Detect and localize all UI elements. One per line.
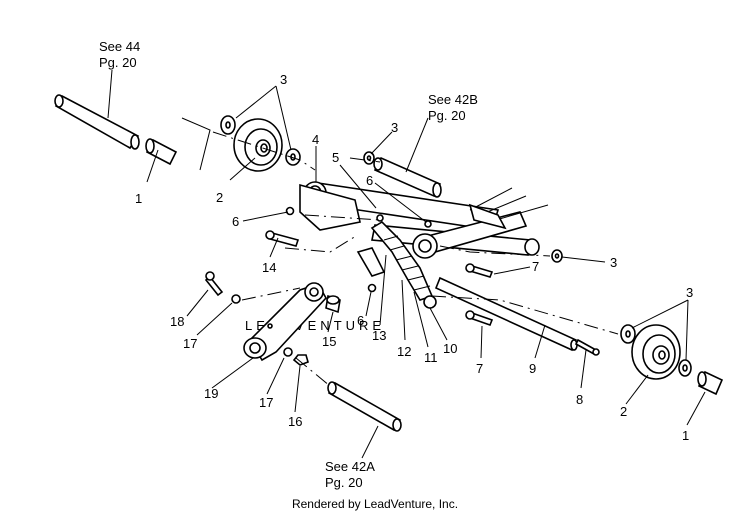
callout-13: 13 (372, 328, 386, 343)
leader-lines (107, 69, 706, 459)
axis-line-lower-shaft (295, 357, 331, 387)
upper-right-rail-shaft (373, 156, 442, 198)
ref-see-44: See 44 (99, 39, 140, 54)
callout-3-mid: 3 (391, 120, 398, 135)
callout-17-upper: 17 (183, 336, 197, 351)
footer-credit: Rendered by LeadVenture, Inc. (291, 497, 459, 511)
callout-4: 4 (312, 132, 319, 147)
lower-idler-wheel (631, 324, 681, 380)
bolt-8 (574, 338, 600, 356)
ref-see-44-page: Pg. 20 (99, 55, 137, 70)
washer-3-right (551, 249, 563, 263)
callout-14: 14 (262, 260, 276, 275)
ref-see-42b-page: Pg. 20 (428, 108, 466, 123)
upper-idler-wheel (233, 118, 283, 172)
callout-7-a: 7 (532, 259, 539, 274)
callout-17-lower: 17 (259, 395, 273, 410)
axis-line-right-washer (439, 245, 551, 257)
washer-17-upper (231, 294, 241, 304)
washer-17-lower (283, 347, 293, 357)
callout-9: 9 (529, 361, 536, 376)
upper-washer-left (220, 115, 236, 135)
callout-1-lower: 1 (682, 428, 689, 443)
callout-3-upper: 3 (280, 72, 287, 87)
ref-see-42b: See 42B (428, 92, 478, 107)
bolt-7-upper (465, 263, 494, 278)
spacer-bushing-1-upper (145, 138, 178, 166)
bushing-15 (325, 294, 341, 314)
main-suspension-arm (299, 181, 549, 259)
callout-8: 8 (576, 392, 583, 407)
callout-1-upper: 1 (135, 191, 142, 206)
callout-3-right: 3 (610, 255, 617, 270)
lower-shaft (327, 381, 402, 432)
upper-washer-right (285, 148, 301, 166)
washer-3-mid (363, 151, 375, 165)
callout-18: 18 (170, 314, 184, 329)
callout-10: 10 (443, 341, 457, 356)
callout-2-lower: 2 (620, 404, 627, 419)
callout-16: 16 (288, 414, 302, 429)
upper-left-shaft (54, 94, 140, 150)
link-arm-19 (243, 282, 327, 362)
bolt-7-lower (465, 310, 494, 327)
nut-6-lower (367, 283, 377, 293)
callout-12: 12 (397, 344, 411, 359)
bolt-14 (265, 230, 300, 247)
long-rail-shaft (434, 276, 578, 352)
ref-see-42a: See 42A (325, 459, 375, 474)
callout-19: 19 (204, 386, 218, 401)
spacer-bushing-1-lower (697, 370, 724, 396)
axis-line-upper-wheel (212, 131, 316, 171)
axis-line-lower-wheel (431, 295, 619, 335)
callout-7-b: 7 (476, 361, 483, 376)
callout-6-c: 6 (357, 313, 364, 328)
callout-15: 15 (322, 334, 336, 349)
axis-zigzag (181, 117, 211, 171)
callout-6-b: 6 (232, 214, 239, 229)
callout-6-a: 6 (366, 173, 373, 188)
callout-2-upper: 2 (216, 190, 223, 205)
axis-line-washer (349, 157, 381, 163)
lower-washer-left (620, 324, 636, 344)
shock-spring (356, 220, 437, 309)
nut-6-left (285, 206, 295, 216)
axis-line-bolt18 (241, 287, 301, 301)
lower-washer-right (678, 359, 692, 377)
callout-11: 11 (424, 350, 438, 365)
ref-see-42a-page: Pg. 20 (325, 475, 363, 490)
callout-3-lower: 3 (686, 285, 693, 300)
bolt-18 (204, 271, 224, 297)
callout-5: 5 (332, 150, 339, 165)
nut-16 (292, 354, 309, 366)
axis-line-nut6 (304, 214, 381, 221)
axis-line-bolt14 (284, 235, 357, 253)
